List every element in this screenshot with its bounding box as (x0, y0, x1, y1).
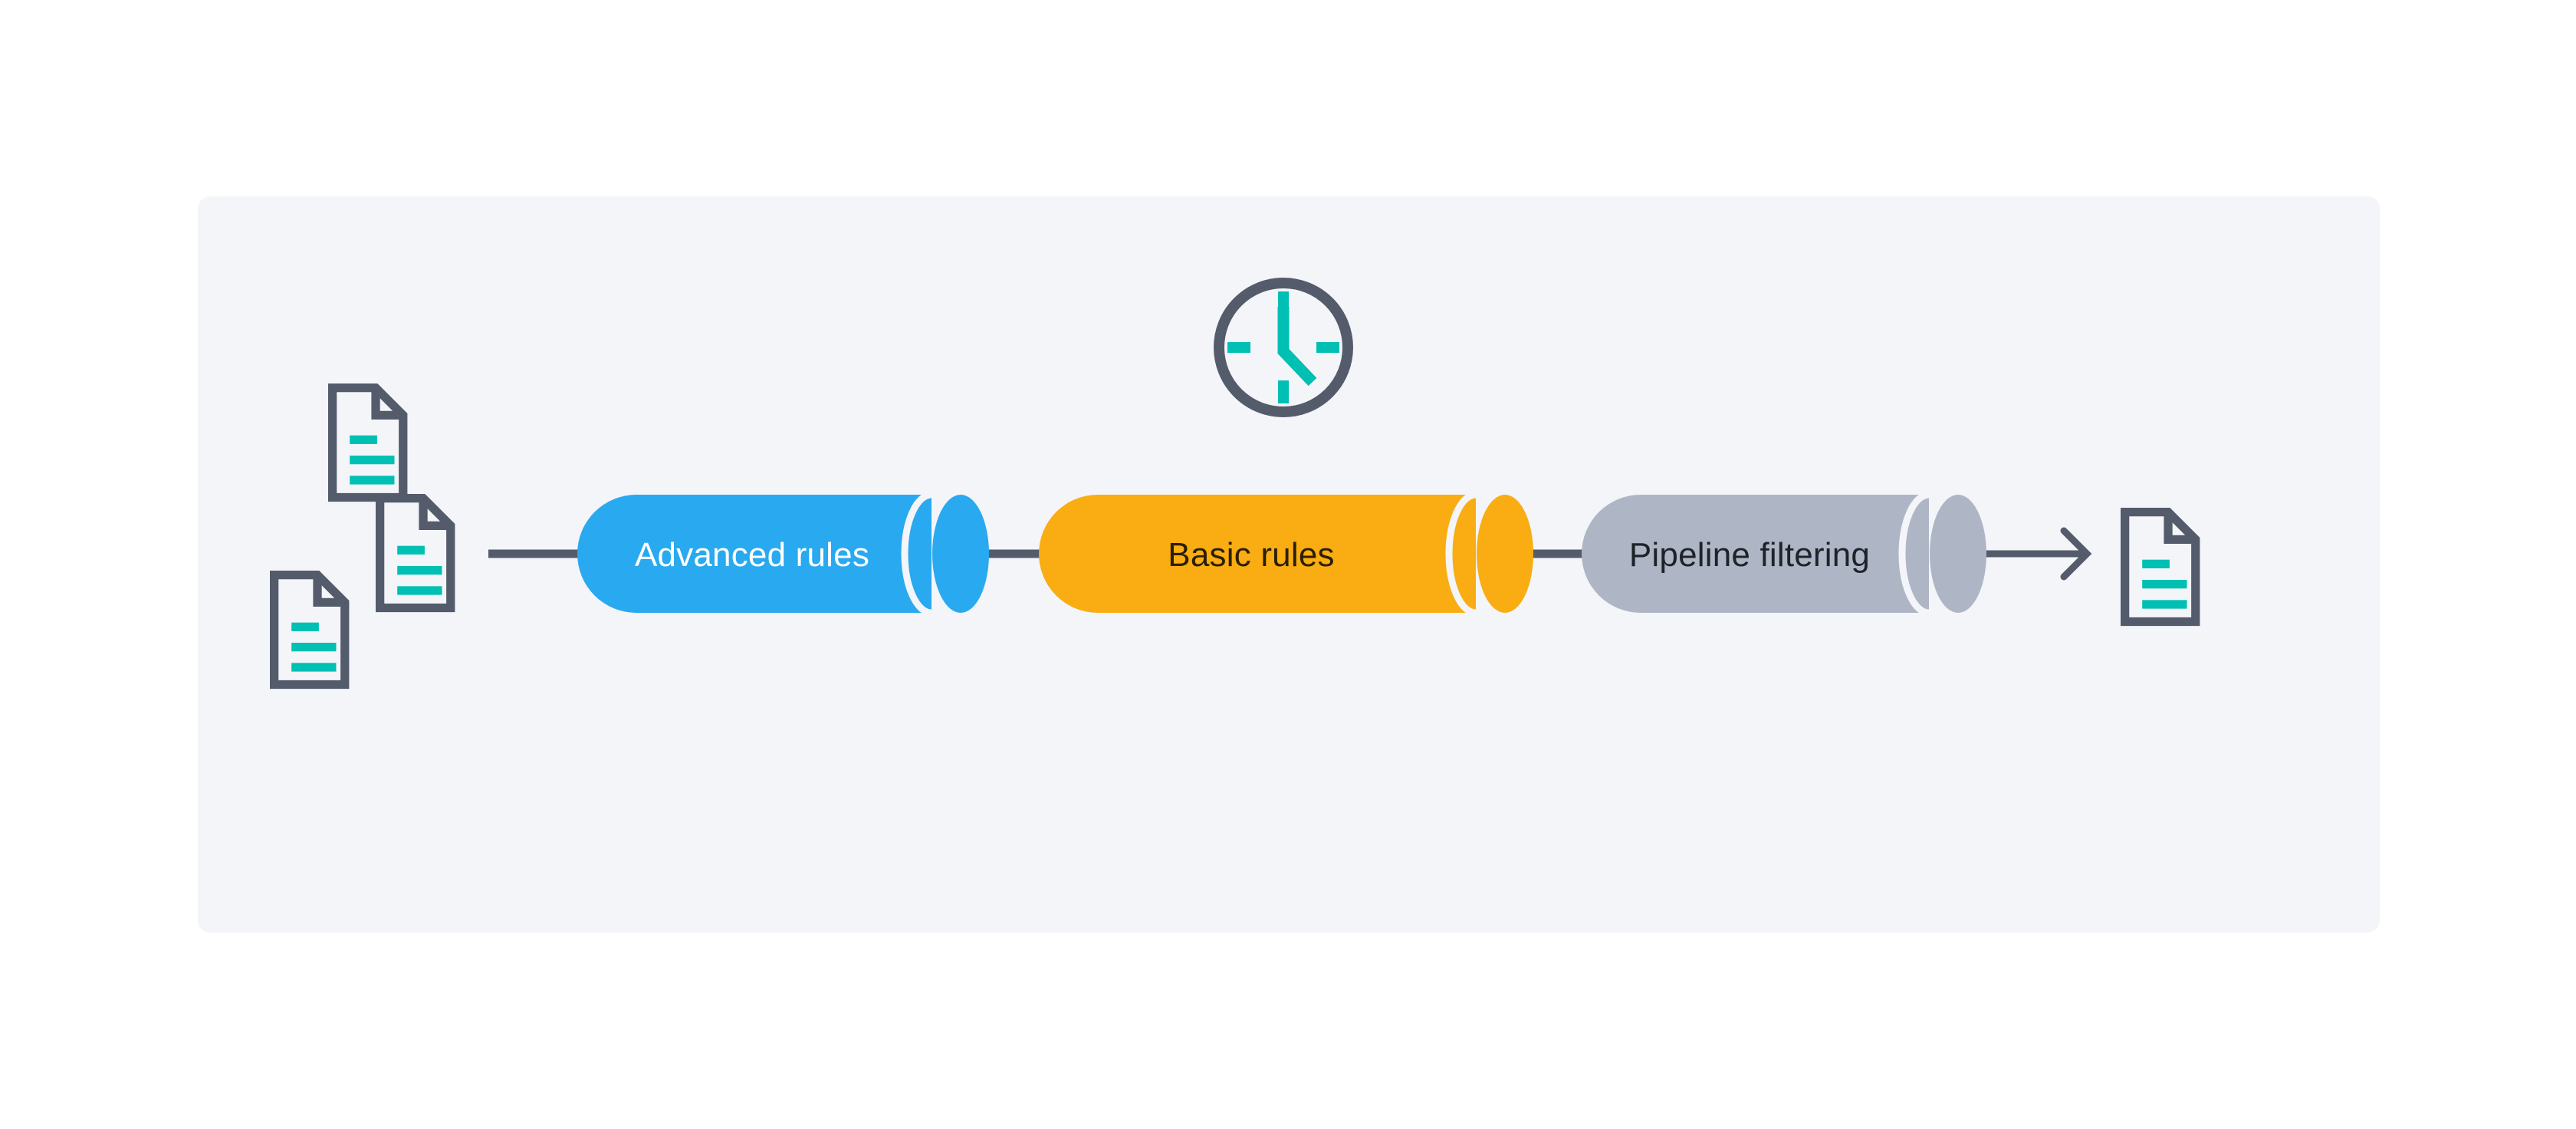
stage-pipeline-filtering-body (1582, 495, 1929, 613)
stage-basic-rules[interactable]: Basic rules (1039, 491, 1533, 617)
arrowhead-icon (2060, 527, 2092, 581)
stage-advanced-rules-body (577, 495, 932, 613)
document-icon-top (333, 388, 403, 498)
stage-pipeline-filtering-cap (1930, 495, 1986, 613)
output-document-icon (2125, 512, 2196, 622)
stage-advanced-rules-label: Advanced rules (635, 536, 869, 574)
stage-basic-rules-cap (1477, 495, 1533, 613)
stage-pipeline-filtering-label: Pipeline filtering (1629, 536, 1870, 574)
clock-icon (1219, 283, 1348, 412)
stage-advanced-rules-cap (932, 495, 989, 613)
document-icon-bottom (274, 575, 345, 685)
stage-advanced-rules[interactable]: Advanced rules (577, 491, 989, 617)
source-documents-group (274, 388, 451, 685)
stage-basic-rules-body (1039, 495, 1476, 613)
stage-basic-rules-label: Basic rules (1168, 536, 1334, 574)
stage-pipeline-filtering[interactable]: Pipeline filtering (1582, 491, 1986, 617)
document-icon-middle (380, 499, 451, 608)
